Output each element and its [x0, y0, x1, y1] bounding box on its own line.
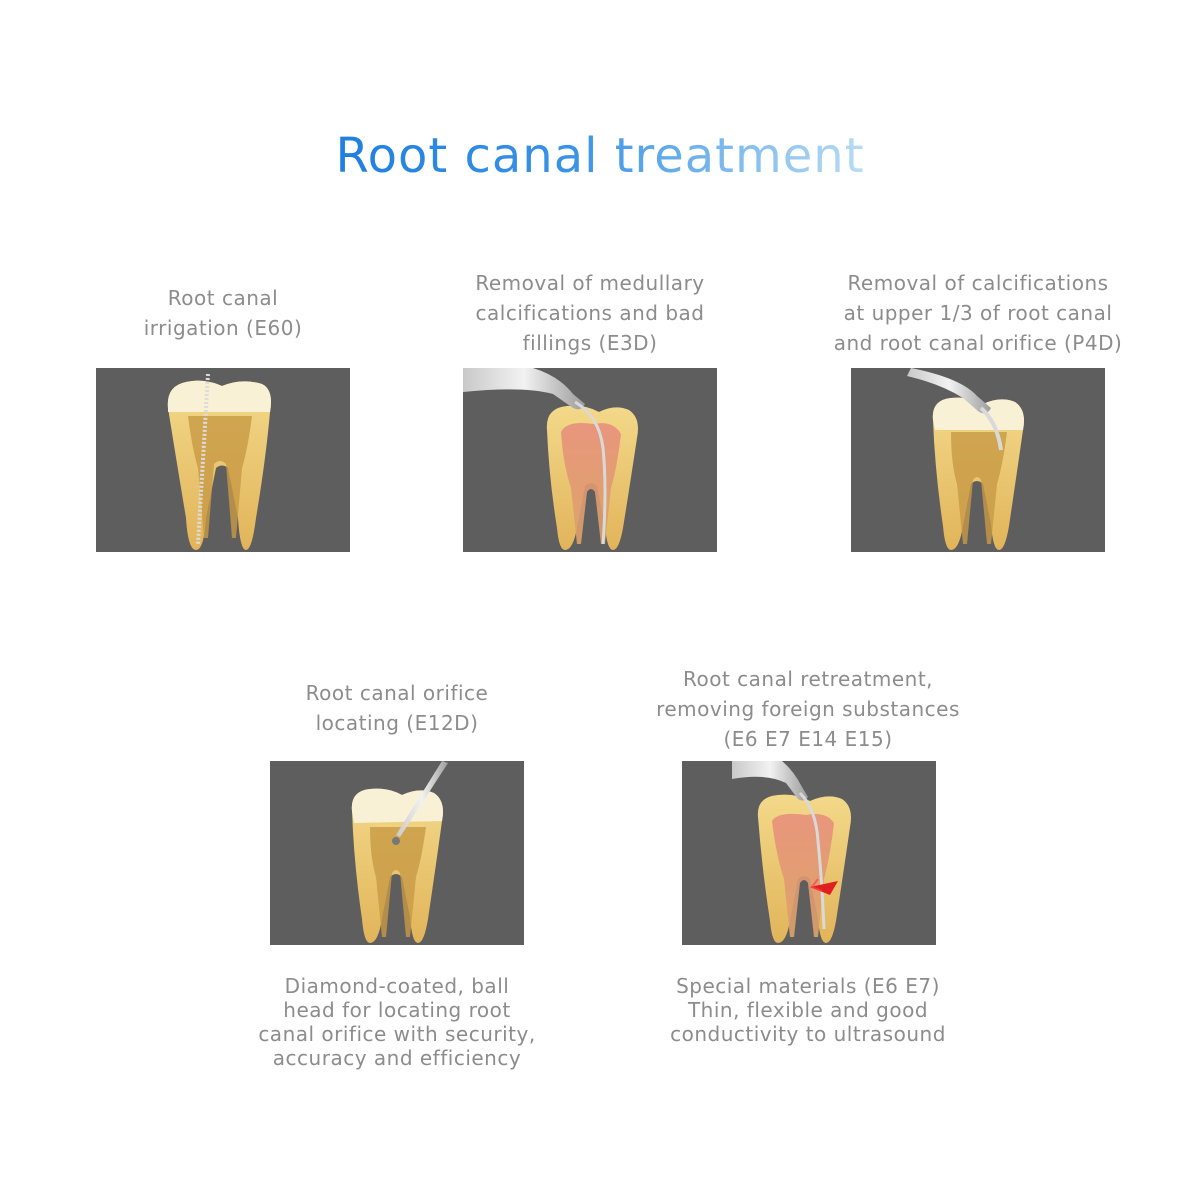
- note-line: conductivity to ultrasound: [670, 1022, 946, 1046]
- caption-line: calcifications and bad: [475, 301, 705, 325]
- caption-line: locating (E12D): [315, 711, 479, 735]
- caption-line: Root canal retreatment,: [682, 667, 934, 691]
- tooth-upper-third-image: [851, 368, 1105, 552]
- caption-retreatment: Root canal retreatment, removing foreign…: [632, 664, 984, 754]
- caption-line: (E6 E7 E14 E15): [723, 727, 893, 751]
- caption-line: Removal of calcifications: [847, 271, 1109, 295]
- tooth-calcification-image: [463, 368, 717, 552]
- caption-orifice-calcification: Removal of calcifications at upper 1/3 o…: [822, 268, 1134, 358]
- caption-calcification-removal: Removal of medullary calcifications and …: [448, 268, 732, 358]
- page-title: Root canal treatment: [335, 128, 865, 184]
- caption-line: fillings (E3D): [522, 331, 658, 355]
- tooth-orifice-locating-image: [270, 761, 524, 945]
- note-line: Special materials (E6 E7): [676, 974, 940, 998]
- caption-line: Root canal: [167, 286, 279, 310]
- caption-line: at upper 1/3 of root canal: [843, 301, 1113, 325]
- note-line: Diamond-coated, ball: [284, 974, 510, 998]
- note-line: canal orifice with security,: [258, 1022, 536, 1046]
- note-line: Thin, flexible and good: [687, 998, 929, 1022]
- note-line: accuracy and efficiency: [272, 1046, 522, 1070]
- caption-line: and root canal orifice (P4D): [833, 331, 1123, 355]
- note-retreatment: Special materials (E6 E7) Thin, flexible…: [642, 974, 974, 1046]
- note-orifice-locating: Diamond-coated, ball head for locating r…: [250, 974, 544, 1070]
- caption-irrigation: Root canal irrigation (E60): [96, 283, 350, 343]
- tooth-retreatment-image: [682, 761, 936, 945]
- caption-line: irrigation (E60): [143, 316, 303, 340]
- caption-line: Root canal orifice: [305, 681, 489, 705]
- caption-orifice-locating: Root canal orifice locating (E12D): [270, 678, 524, 738]
- tooth-irrigation-image: [96, 368, 350, 552]
- caption-line: removing foreign substances: [656, 697, 960, 721]
- note-line: head for locating root: [283, 998, 511, 1022]
- caption-line: Removal of medullary: [475, 271, 705, 295]
